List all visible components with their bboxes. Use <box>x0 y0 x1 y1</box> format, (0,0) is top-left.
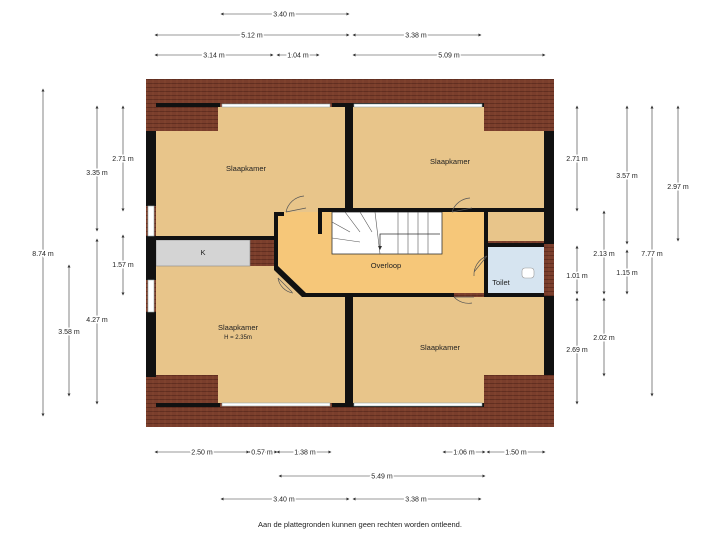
dim-left-upper: 3.35 m <box>86 170 108 177</box>
dim-left-total: 8.74 m <box>32 251 54 258</box>
room-height-label: H = 2.35m <box>224 335 252 341</box>
dim-right-upper-mid: 3.57 m <box>616 173 638 180</box>
room-label-cupboard: K <box>200 248 205 257</box>
room-label-toilet: Toilet <box>492 278 510 287</box>
dim-top-row2-left: 5.12 m <box>241 33 263 40</box>
dim-bottom-row1-b: 0.57 m <box>251 450 273 457</box>
windows <box>147 103 483 407</box>
dim-left-upper-inner: 2.71 m <box>112 156 134 163</box>
dim-left-lower: 4.27 m <box>86 317 108 324</box>
staircase <box>331 211 443 255</box>
doors <box>277 195 488 304</box>
dim-left-mid: 1.57 m <box>112 262 134 269</box>
dim-left-lower-outer: 3.58 m <box>58 329 80 336</box>
dim-bottom-row1-e: 1.50 m <box>505 450 527 457</box>
dim-bottom-row3-left: 3.40 m <box>273 497 295 504</box>
dim-right-lower-room: 2.69 m <box>566 347 588 354</box>
dim-top-row1: 3.40 m <box>273 12 295 19</box>
dimension-lines <box>41 12 680 501</box>
dim-bottom-row1-a: 2.50 m <box>191 450 213 457</box>
dim-top-row2-right: 3.38 m <box>405 33 427 40</box>
toilet-floor <box>487 247 544 293</box>
dim-right-total: 7.77 m <box>641 251 663 258</box>
dim-top-row3-c: 5.09 m <box>438 53 460 60</box>
bedroom-bottom-left-roof-slope <box>156 375 218 403</box>
room-label-bedroom-top-left: Slaapkamer <box>226 164 267 173</box>
dim-right-toilet-b: 1.15 m <box>616 270 638 277</box>
dimension-labels: 3.40 m 5.12 m 3.38 m 3.14 m 1.04 m 5.09 … <box>31 10 691 505</box>
room-label-bedroom-bottom-right: Slaapkamer <box>420 343 461 352</box>
dim-bottom-row1-d: 1.06 m <box>453 450 475 457</box>
stair-direction-arrow <box>378 233 440 250</box>
room-label-bedroom-bottom-left: Slaapkamer <box>218 323 259 332</box>
dim-right-upper-room: 2.71 m <box>566 156 588 163</box>
bedroom-top-left-roof-slope <box>156 107 218 131</box>
dim-right-lower-a: 2.02 m <box>593 335 615 342</box>
dim-bottom-row2: 5.49 m <box>371 474 393 481</box>
dim-right-toilet-c: 1.01 m <box>566 273 588 280</box>
dim-right-toilet-a: 2.13 m <box>593 251 615 258</box>
disclaimer-text: Aan de plattegronden kunnen geen rechten… <box>258 520 462 529</box>
walls <box>146 103 554 407</box>
dim-right-upper-outer: 2.97 m <box>667 184 689 191</box>
room-label-bedroom-top-right: Slaapkamer <box>430 157 471 166</box>
dim-top-row3-a: 3.14 m <box>203 53 225 60</box>
toilet-bowl-icon <box>521 267 535 279</box>
bedroom-top-right-roof-slope <box>484 107 544 131</box>
bedroom-bottom-right-roof-slope <box>484 375 544 403</box>
dim-top-row3-b: 1.04 m <box>287 53 309 60</box>
dim-bottom-row1-c: 1.38 m <box>294 450 316 457</box>
room-label-landing: Overloop <box>371 261 401 270</box>
dim-bottom-row3-right: 3.38 m <box>405 497 427 504</box>
